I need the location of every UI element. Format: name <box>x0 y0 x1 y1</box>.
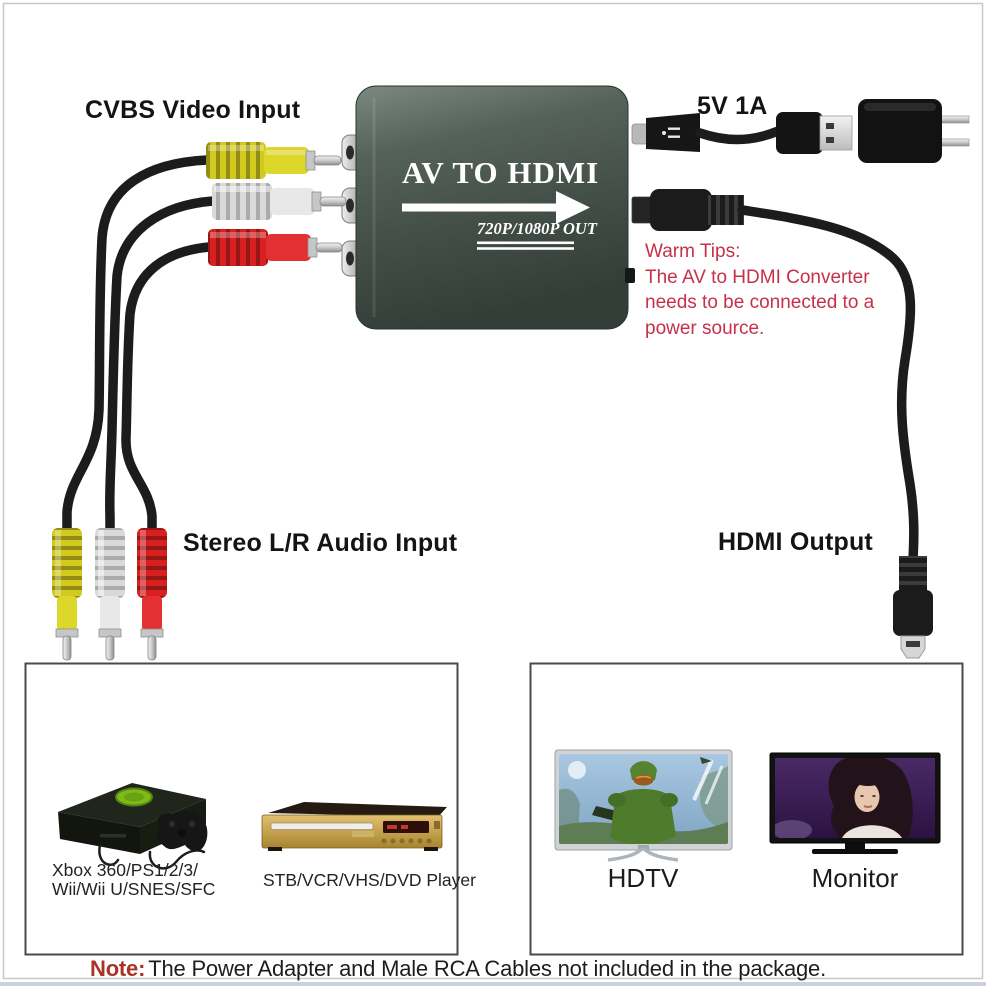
monitor-image <box>769 752 941 854</box>
hdmi-output-label: HDMI Output <box>718 528 873 556</box>
note-text: The Power Adapter and Male RCA Cables no… <box>148 956 826 981</box>
rca-plug-top-yellow <box>206 142 342 179</box>
note-label: Note: <box>90 956 146 981</box>
rca-plug-bottom-yellow <box>52 528 82 661</box>
hdtv-image <box>554 749 733 862</box>
converter-power-port <box>625 268 635 283</box>
power-spec-label: 5V 1A <box>697 92 768 120</box>
monitor-label: Monitor <box>811 863 899 893</box>
direction-arrow-icon <box>402 191 590 224</box>
converter-title: AV TO HDMI <box>402 155 600 190</box>
rca-cables <box>62 155 218 537</box>
consoles-label-line2: Wii/Wii U/SNES/SFC <box>52 879 216 899</box>
hdmi-plug-top <box>631 189 744 231</box>
converter-box <box>355 85 635 330</box>
players-label: STB/VCR/VHS/DVD Player <box>263 870 476 890</box>
consoles-label-line1: Xbox 360/PS1/2/3/ <box>52 860 198 880</box>
rca-plug-bottom-red <box>137 528 167 661</box>
warm-tips-line2: needs to be connected to a <box>645 292 875 313</box>
bottom-edge-strip <box>0 982 986 986</box>
converter-subtitle: 720P/1080P OUT <box>477 219 597 238</box>
warm-tips: Warm Tips: The AV to HDMI Converter need… <box>645 239 874 341</box>
power-micro-usb-plug <box>631 113 700 152</box>
game-controller-image <box>156 811 208 852</box>
audio-input-label: Stereo L/R Audio Input <box>183 529 458 557</box>
warm-tips-title: Warm Tips: <box>645 241 741 262</box>
rca-plug-bottom-white <box>95 528 125 661</box>
dvd-player-image <box>261 802 447 851</box>
hdtv-label: HDTV <box>607 863 679 893</box>
rca-plug-top-white <box>212 183 347 220</box>
package-note: Note:The Power Adapter and Male RCA Cabl… <box>90 956 826 982</box>
rca-plug-top-red <box>208 229 343 266</box>
warm-tips-line1: The AV to HDMI Converter <box>645 266 870 288</box>
hdmi-cable <box>737 205 919 565</box>
cvbs-input-label: CVBS Video Input <box>85 96 301 124</box>
power-adapter <box>858 99 970 163</box>
warm-tips-line3: power source. <box>645 317 765 339</box>
hdmi-plug-bottom <box>893 556 933 659</box>
power-cable <box>695 126 783 145</box>
usb-a-plug <box>776 112 853 154</box>
